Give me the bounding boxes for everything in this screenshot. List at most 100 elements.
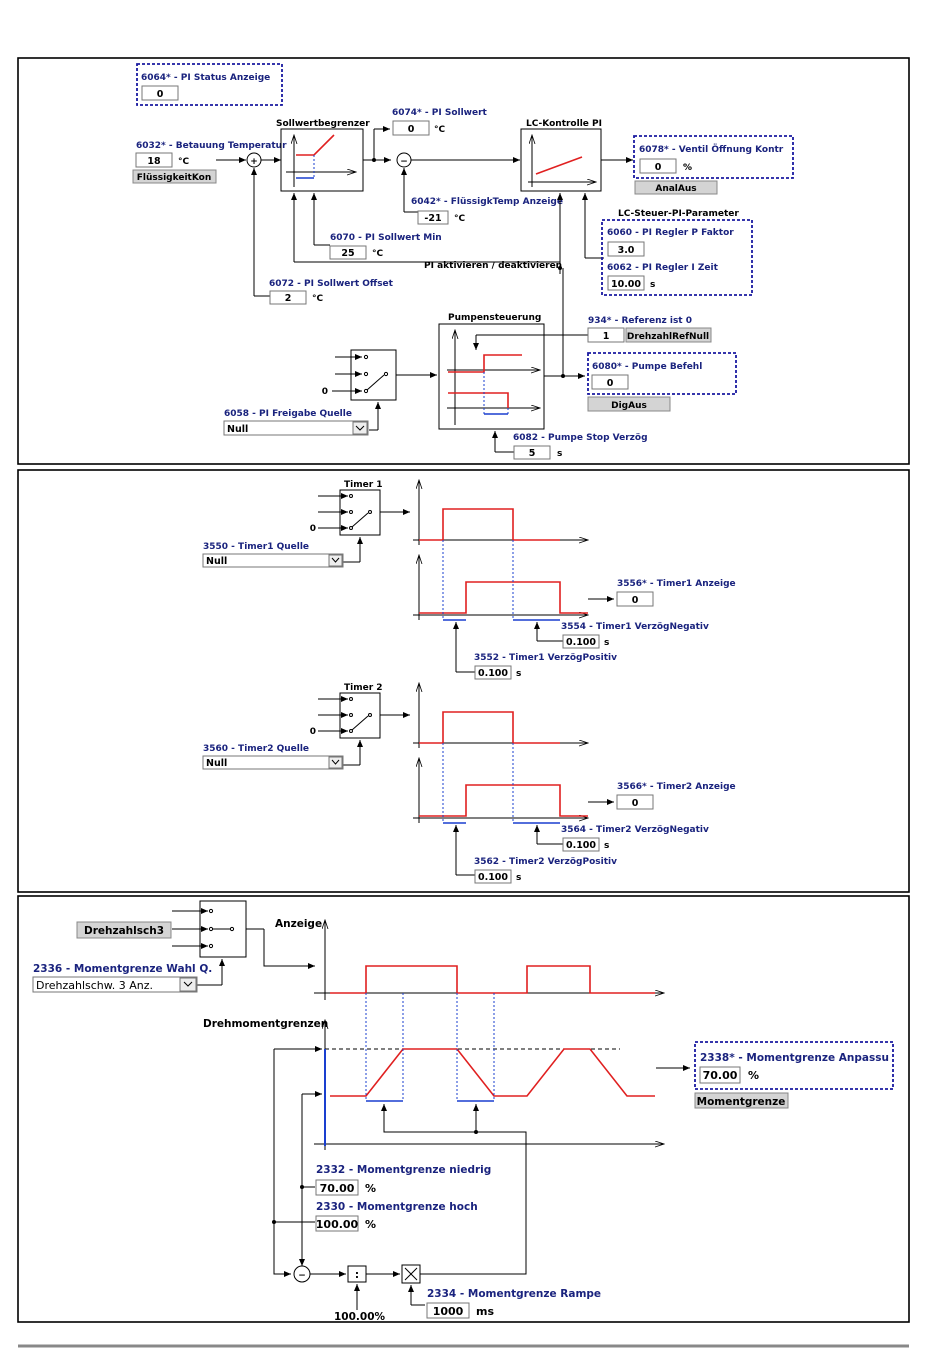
pi-sollwert-field <box>392 120 430 136</box>
freigabe-value: Null <box>227 424 248 435</box>
timer1-negativ-unit: s <box>604 638 609 648</box>
betauung-value: 18 <box>147 156 161 167</box>
timer1-positiv-value: 0.100 <box>478 668 508 679</box>
p-faktor-value: 3.0 <box>618 245 635 256</box>
ventil-value: 0 <box>655 162 662 173</box>
chevron-down-icon[interactable] <box>352 421 368 435</box>
hoch-field[interactable] <box>315 1215 359 1232</box>
timer1-quelle-value: Null <box>206 556 227 567</box>
analaus-button[interactable] <box>634 180 718 195</box>
chevron-down-icon[interactable] <box>328 756 343 769</box>
wahl-label: 2336 - Momentgrenze Wahl Q. <box>33 963 212 975</box>
rampe-field[interactable] <box>426 1302 470 1319</box>
niedrig-value: 70.00 <box>320 1182 355 1195</box>
timer1-negativ-field[interactable] <box>562 634 600 649</box>
fluessigtemp-label: 6042* - FlüssigkTemp Anzeige <box>411 197 563 207</box>
timer1-positiv-field[interactable] <box>474 665 512 680</box>
panel-torque-limits <box>17 895 910 1323</box>
digaus-button[interactable] <box>587 396 671 412</box>
niedrig-field[interactable] <box>315 1179 359 1196</box>
lc-steuer-title: LC-Steuer-PI-Parameter <box>618 209 739 219</box>
timer2-anzeige-value: 0 <box>632 798 639 809</box>
timer2-negativ-field[interactable] <box>562 837 600 852</box>
pumpe-befehl-field <box>591 374 629 390</box>
i-zeit-value: 10.00 <box>611 279 641 290</box>
timer1-quelle-select[interactable] <box>202 553 344 568</box>
chevron-down-icon[interactable] <box>328 554 343 567</box>
rampe-label: 2334 - Momentgrenze Rampe <box>427 1288 601 1300</box>
lc-kontrolle-title: LC-Kontrolle PI <box>526 119 602 129</box>
timer1-negativ-value: 0.100 <box>566 637 596 648</box>
fluessigkeitkon-button[interactable] <box>132 169 217 184</box>
sollwert-offset-unit: °C <box>312 294 324 304</box>
anpassung-label: 2338* - Momentgrenze Anpassu <box>700 1052 889 1064</box>
hoch-unit: % <box>365 1218 376 1231</box>
i-zeit-label: 6062 - PI Regler I Zeit <box>607 263 719 273</box>
timer2-quelle-select[interactable] <box>202 755 344 770</box>
timer1-negativ-label: 3554 - Timer1 VerzögNegativ <box>561 622 709 632</box>
rampe-unit: ms <box>476 1305 494 1318</box>
pi-aktivieren-label: PI aktivieren / deaktivieren <box>424 261 562 271</box>
timer2-positiv-unit: s <box>516 873 521 883</box>
timer1-title: Timer 1 <box>344 480 383 490</box>
pumpe-stop-label: 6082 - Pumpe Stop Verzög <box>513 433 648 443</box>
referenz-value: 1 <box>603 331 610 342</box>
drehzahlrefnull-button[interactable] <box>625 327 712 343</box>
pumpe-stop-field[interactable] <box>513 445 551 460</box>
pi-sollwert-unit: °C <box>434 125 446 135</box>
ventil-field <box>639 158 677 174</box>
timer2-positiv-label: 3562 - Timer2 VerzögPositiv <box>474 857 617 867</box>
anpassung-unit: % <box>748 1069 759 1082</box>
sollwert-min-unit: °C <box>372 249 384 259</box>
timer2-negativ-unit: s <box>604 841 609 851</box>
betauung-field[interactable] <box>135 152 173 168</box>
timer1-anzeige-label: 3556* - Timer1 Anzeige <box>617 579 736 589</box>
sollwert-min-value: 25 <box>341 248 354 259</box>
panel-timers <box>17 469 910 893</box>
timer2-negativ-value: 0.100 <box>566 840 596 851</box>
fluessigtemp-field <box>417 210 449 225</box>
drehzahlsch3-button-label: Drehzahlsch3 <box>84 925 164 937</box>
freigabe-label: 6058 - PI Freigabe Quelle <box>224 409 352 419</box>
freigabe-select[interactable] <box>223 420 369 436</box>
timer1-zero: 0 <box>310 524 316 534</box>
pumpe-stop-unit: s <box>557 449 562 459</box>
timer2-anzeige-field <box>616 794 654 810</box>
p-faktor-label: 6060 - PI Regler P Faktor <box>607 228 734 238</box>
anzeige-axis-label: Anzeige <box>275 918 322 930</box>
pi-status-box <box>136 63 283 106</box>
fluessigtemp-value: -21 <box>424 213 441 224</box>
rampe-value: 1000 <box>433 1305 464 1318</box>
lc-steuer-box <box>601 219 753 296</box>
i-zeit-field[interactable] <box>607 275 645 291</box>
anpassung-value: 70.00 <box>703 1069 738 1082</box>
svg-text:−: − <box>400 157 408 167</box>
pumpensteuerung-title: Pumpensteuerung <box>448 313 541 323</box>
svg-text:+: + <box>250 157 258 167</box>
wahl-select[interactable] <box>32 976 198 993</box>
sollwertbegrenzer-title: Sollwertbegrenzer <box>276 119 370 129</box>
momentgrenze-button[interactable] <box>694 1092 789 1109</box>
chevron-down-icon[interactable] <box>179 977 197 992</box>
sollwert-offset-field[interactable] <box>269 290 307 305</box>
timer2-positiv-field[interactable] <box>474 869 512 884</box>
drehzahlsch3-button[interactable] <box>76 921 172 939</box>
timer2-zero: 0 <box>310 727 316 737</box>
niedrig-unit: % <box>365 1182 376 1195</box>
pumpe-befehl-label: 6080* - Pumpe Befehl <box>592 362 702 372</box>
pi-sollwert-label: 6074* - PI Sollwert <box>392 108 488 118</box>
betauung-label: 6032* - Betauung Temperatur <box>136 141 287 151</box>
anpassung-box <box>694 1041 894 1090</box>
pi-status-value: 0 <box>157 89 164 100</box>
timer2-quelle-label: 3560 - Timer2 Quelle <box>203 744 309 754</box>
ventil-unit: % <box>683 163 692 173</box>
sollwert-min-field[interactable] <box>329 245 367 260</box>
referenz-label: 934* - Referenz ist 0 <box>588 316 692 326</box>
timer1-quelle-label: 3550 - Timer1 Quelle <box>203 542 309 552</box>
pi-status-field <box>141 85 179 101</box>
p-faktor-field[interactable] <box>607 241 645 257</box>
betauung-unit: °C <box>178 157 190 167</box>
svg-text:−: − <box>298 1271 306 1281</box>
pumpe-befehl-value: 0 <box>607 378 614 389</box>
